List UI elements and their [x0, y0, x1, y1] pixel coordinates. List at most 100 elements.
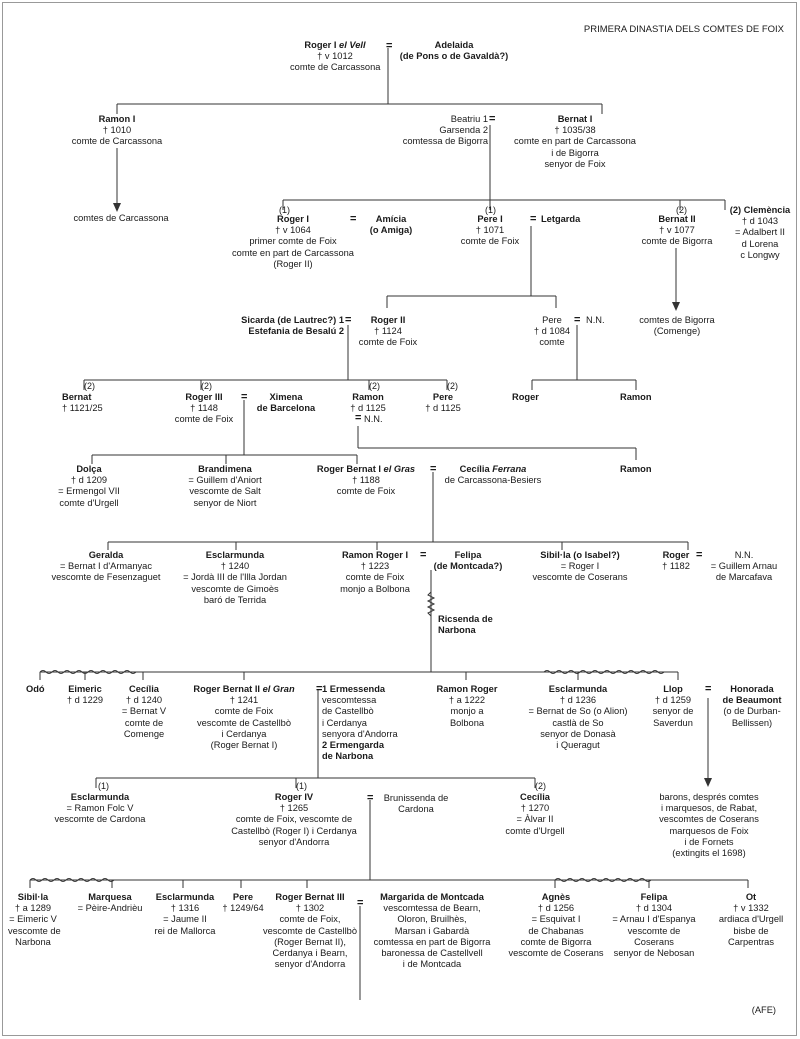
- person-line: Garsenda 2: [439, 125, 488, 136]
- marriage-sign: =: [489, 113, 496, 125]
- person-line: Cecília: [520, 792, 550, 802]
- person-ramon: Ramon: [620, 464, 652, 475]
- person-line: Roger I el Vell: [304, 40, 366, 50]
- person-line: d Lorena: [741, 238, 779, 249]
- person-line: Bolbona: [449, 717, 485, 728]
- person-line: Ramon: [620, 464, 652, 474]
- person-line: ardiaca d'Urgell: [718, 914, 784, 925]
- person-line: Ximena: [269, 392, 303, 402]
- marriage-sign: =: [430, 463, 437, 475]
- person-line: i de Bigorra: [551, 147, 599, 158]
- person-line: † 1124: [374, 326, 402, 337]
- person-pere: Pere† d 1125: [415, 392, 471, 414]
- source-credit: (AFE): [751, 1005, 776, 1015]
- person-line: Adelaida: [434, 40, 474, 50]
- person-line: Estefania de Besalú 2: [248, 326, 344, 337]
- person-line: rei de Mallorca: [154, 925, 216, 936]
- person-line: (Roger Bernat I): [210, 740, 278, 751]
- person-line: Narbona: [438, 625, 476, 636]
- person-line: comte de Foix: [336, 486, 396, 497]
- person-line: † d 1236: [559, 695, 597, 706]
- person-line: vescomtessa de Bearn,: [383, 903, 481, 914]
- person-nn: N.N.: [364, 414, 383, 425]
- person-line: † 1241: [229, 695, 259, 706]
- person-line: = Ermengol VII: [58, 486, 120, 497]
- person-line: † d 1229: [66, 695, 104, 706]
- person-line: comte de Foix: [174, 414, 234, 425]
- person-line: Bellissen): [731, 717, 773, 728]
- person-line: Ramon Roger: [436, 684, 498, 694]
- person-line: Marquesa: [88, 892, 132, 902]
- person-esclarmunda: Esclarmunda† d 1236= Bernat de So (o Ali…: [516, 684, 640, 751]
- person-line: Felipa: [640, 892, 668, 902]
- person-line: Brandimena: [198, 464, 252, 474]
- person-line: = Pèire-Andrièu: [77, 903, 143, 914]
- person-line: vescomte de: [627, 925, 681, 936]
- person-line: Bernat: [62, 392, 92, 402]
- person-line: baró de Terrida: [203, 594, 267, 605]
- person-line: comte de Carcassona: [71, 136, 163, 147]
- person-line: comtessa de Bigorra: [402, 136, 488, 147]
- person-line: † v 1012: [317, 51, 353, 62]
- person-line: vescomte de Castellbò: [196, 717, 292, 728]
- person-line: 1 Ermessenda: [322, 684, 386, 694]
- person-line: Eimeric: [68, 684, 102, 694]
- person-line: comte d'Urgell: [505, 825, 565, 836]
- person-line: comte en part de Carcassona: [232, 247, 354, 258]
- person-line: Coserans: [634, 936, 674, 947]
- marriage-sign: =: [367, 792, 374, 804]
- person-line: † d 1084: [533, 326, 571, 337]
- person-line: 2 Ermengarda: [322, 740, 385, 751]
- person-line: marquesos de Foix: [669, 825, 749, 836]
- person-line: Ramon Roger I: [341, 550, 409, 560]
- person-line: Saverdun: [653, 717, 693, 728]
- person-pere: Pere† 1249/64: [218, 892, 268, 914]
- person-line: Roger I: [276, 214, 310, 224]
- marriage-sign: =: [420, 549, 427, 561]
- person-line: = Bernat I d'Armanyac: [60, 561, 152, 572]
- person-line: Roger: [512, 392, 539, 402]
- person-line: i Cerdanya: [221, 728, 267, 739]
- marriage-index: (2): [535, 781, 546, 791]
- person-line: Roger Bernat II el Gran: [193, 684, 295, 694]
- person-line: † 1035/38: [554, 125, 596, 136]
- person-line: senyor de Foix: [544, 158, 606, 169]
- person-line: vescomte de: [8, 925, 61, 936]
- person-line: Ramon: [352, 392, 384, 402]
- person-line: de Chabanas: [528, 925, 584, 936]
- person-line: vescomte de Cardona: [54, 814, 146, 825]
- person-roger: Roger† 1182: [656, 550, 696, 572]
- person-line: de Carcassona-Besiers: [444, 475, 542, 486]
- person-line: † a 1289: [14, 903, 52, 914]
- person-line: = Roger I: [560, 561, 600, 572]
- person-line: Letgarda: [541, 214, 581, 224]
- marriage-sign: =: [696, 549, 703, 561]
- person-nn: N.N.: [586, 315, 605, 326]
- person-line: Esclarmunda: [548, 684, 608, 694]
- person-line: Marsan i Gabardà: [394, 925, 470, 936]
- person-line: castlà de So: [552, 717, 604, 728]
- person-line: † 1148: [190, 403, 218, 414]
- person-line: barons, després comtes: [659, 792, 759, 802]
- marriage-sign: =: [355, 412, 362, 424]
- person-line: (o de Durban-: [723, 706, 781, 717]
- person-line: (de Montcada?): [433, 561, 503, 572]
- person-line: Roger II: [370, 315, 406, 325]
- person-line: vescomtessa: [322, 695, 377, 706]
- person-line: senyor d'Andorra: [258, 836, 330, 847]
- person-line: comtes de Bigorra: [639, 315, 715, 325]
- person-line: comte de Foix: [345, 572, 405, 583]
